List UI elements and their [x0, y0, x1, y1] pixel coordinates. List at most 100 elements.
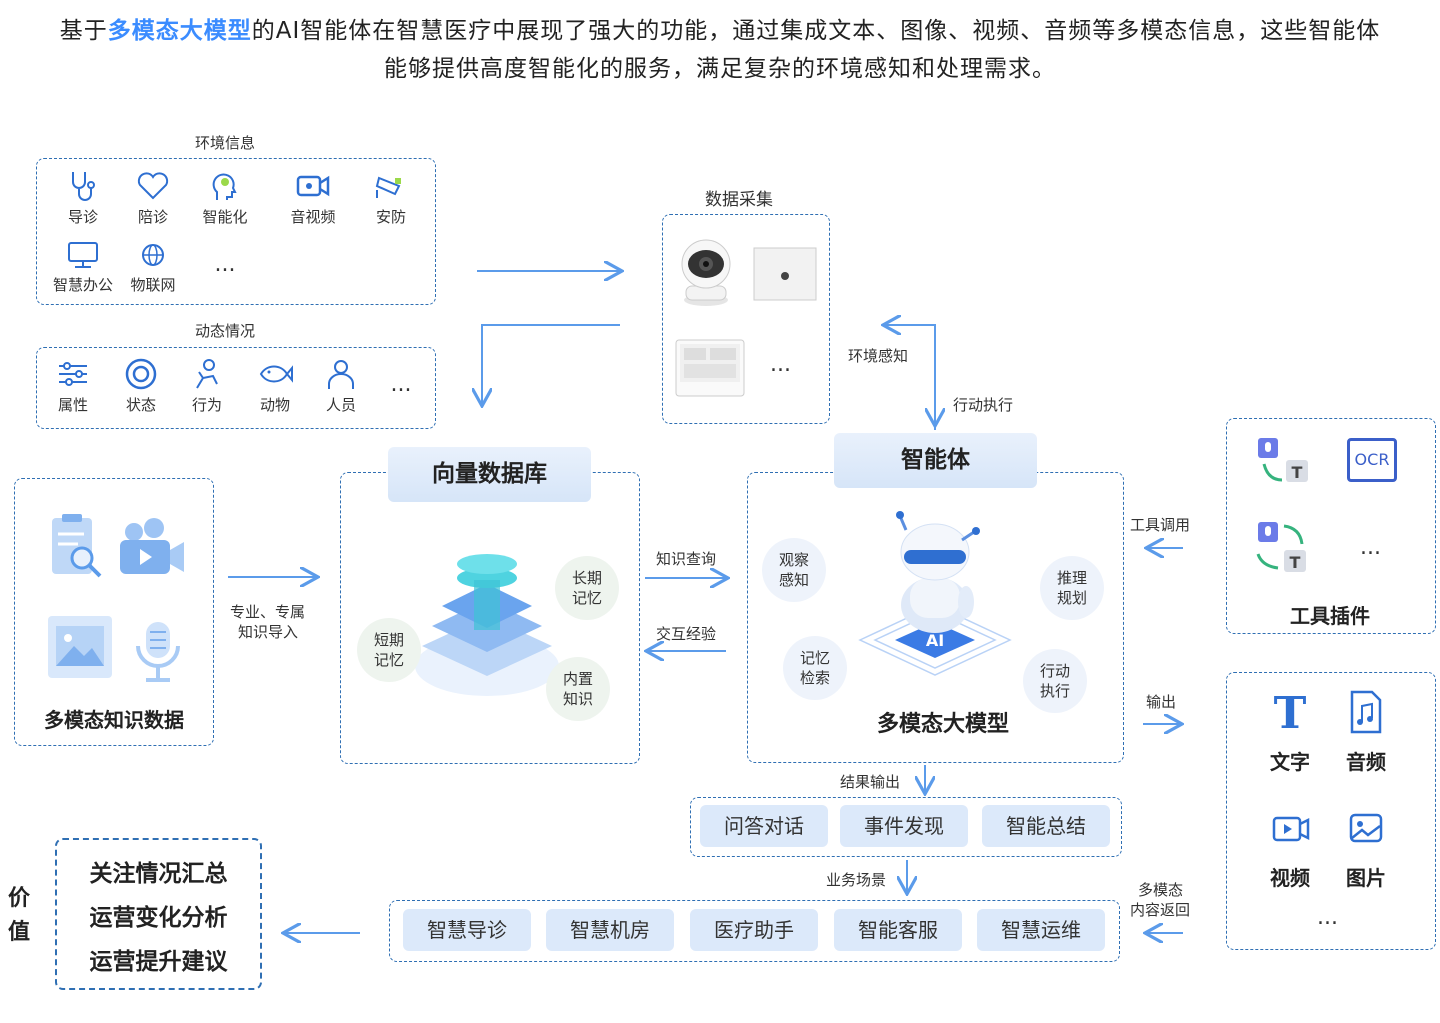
- value-item-analysis: 运营变化分析: [89, 905, 228, 931]
- scene-operations: 智慧运维: [977, 909, 1105, 951]
- sliders-icon: [59, 362, 87, 386]
- dyn-item-more: ...: [390, 372, 412, 397]
- text-icon: T: [1273, 688, 1307, 739]
- speech-to-text-icon: T: [1258, 438, 1308, 482]
- result-qa: 问答对话: [700, 805, 828, 847]
- knowledge-query-label: 知识查询: [656, 550, 717, 568]
- value-item-summary: 关注情况汇总: [89, 861, 228, 887]
- env-item-office: 智慧办公: [48, 240, 118, 295]
- result-summary: 智能总结: [982, 805, 1110, 847]
- env-item-more: ...: [214, 252, 236, 277]
- voice-convert-icon: T: [1256, 522, 1306, 572]
- intro-text: 基于多模态大模型的AI智能体在智慧医疗中展现了强大的功能，通过集成文本、图像、视…: [59, 18, 1381, 82]
- person-run-icon: [196, 359, 218, 389]
- scene-server-room: 智慧机房: [546, 909, 674, 951]
- env-item-escort: 陪诊: [118, 170, 188, 227]
- sensor-device-icon: [753, 247, 817, 301]
- env-item-av: 音视频: [278, 170, 348, 227]
- value-list: 关注情况汇总 运营变化分析 运营提升建议: [55, 852, 262, 984]
- model-title: 多模态大模型: [876, 712, 1009, 737]
- env-info-box: [36, 158, 436, 305]
- interaction-exp-label: 交互经验: [656, 625, 717, 643]
- vector-db-title: 向量数据库: [388, 447, 591, 502]
- monitor-device-icon: [675, 339, 745, 397]
- stethoscope-icon: [72, 172, 95, 201]
- scenes-box: [389, 900, 1120, 962]
- scene-label: 业务场景: [826, 871, 887, 889]
- image-file-icon: [1349, 813, 1383, 843]
- knowledge-box: [14, 478, 214, 746]
- music-file-icon: [1350, 690, 1382, 734]
- tools-title: 工具插件: [1290, 604, 1370, 628]
- reason-bubble: 推理 规划: [1040, 556, 1104, 620]
- svg-text:T: T: [1292, 463, 1303, 482]
- data-collect-box: [662, 214, 830, 424]
- action-exec-label: 行动执行: [953, 396, 1014, 414]
- long-term-memory-bubble: 长期 记忆: [555, 556, 619, 620]
- video-file-icon: [1272, 816, 1310, 842]
- knowledge-title: 多模态知识数据: [44, 708, 184, 732]
- dyn-item-attr: 属性: [38, 358, 108, 415]
- database-stack-icon: [415, 554, 559, 696]
- agent-title: 智能体: [834, 433, 1037, 488]
- fish-icon: [259, 365, 293, 383]
- video-camera-icon: [120, 518, 184, 574]
- result-box: [690, 797, 1122, 857]
- tools-more: ...: [1360, 535, 1381, 560]
- security-camera-icon: [375, 176, 401, 198]
- microphone-icon: [136, 622, 180, 682]
- multimodal-return-line2: 内容返回: [1130, 901, 1191, 919]
- video-call-icon: [296, 175, 330, 197]
- output-image: 图片: [1326, 810, 1406, 891]
- env-info-title: 环境信息: [195, 134, 256, 152]
- short-term-memory-bubble: 短期 记忆: [357, 618, 421, 682]
- output-more: ...: [1317, 905, 1338, 930]
- builtin-knowledge-bubble: 内置 知识: [546, 657, 610, 721]
- env-sense-label: 环境感知: [848, 347, 909, 365]
- memory-bubble: 记忆 检索: [783, 636, 847, 700]
- dyn-item-behavior: 行为: [172, 358, 242, 415]
- value-item-suggestion: 运营提升建议: [89, 949, 228, 975]
- import-label-1: 专业、专属: [230, 603, 306, 621]
- output-audio: 音频: [1326, 690, 1406, 775]
- scene-customer-service: 智能客服: [834, 909, 962, 951]
- data-collect-more: ...: [770, 352, 791, 377]
- chip-ai-text: AI: [926, 631, 944, 650]
- dynamic-box: [36, 347, 436, 429]
- camera-device-icon: [681, 239, 731, 306]
- env-item-iot: 物联网: [118, 240, 188, 295]
- document-search-icon: [52, 514, 102, 578]
- person-icon: [328, 360, 354, 389]
- value-box: [55, 838, 262, 990]
- ocr-icon: OCR: [1347, 438, 1397, 482]
- result-event: 事件发现: [840, 805, 968, 847]
- data-collect-title: 数据采集: [705, 190, 773, 210]
- env-item-security: 安防: [356, 170, 426, 227]
- heart-icon: [137, 172, 169, 200]
- output-text: T 文字: [1250, 690, 1330, 775]
- scene-guide: 智慧导诊: [403, 909, 531, 951]
- svg-text:T: T: [1290, 553, 1301, 572]
- image-icon: [48, 616, 112, 678]
- robot-chip-icon: AI: [858, 511, 1012, 676]
- dyn-item-people: 人员: [306, 358, 376, 415]
- output-video: 视频: [1250, 810, 1330, 891]
- globe-network-icon: [142, 244, 164, 266]
- dyn-item-animal: 动物: [240, 358, 310, 415]
- multimodal-return-line1: 多模态: [1138, 881, 1184, 899]
- target-icon: [125, 358, 157, 390]
- env-item-smart: 智能化: [190, 170, 260, 227]
- dynamic-title: 动态情况: [195, 322, 256, 340]
- observe-bubble: 观察 感知: [762, 538, 826, 602]
- dyn-item-status: 状态: [106, 358, 176, 415]
- env-item-guide: 导诊: [48, 170, 118, 227]
- intro-highlight: 多模态大模型: [107, 18, 252, 44]
- output-box: [1226, 672, 1436, 950]
- value-label: 价 值: [8, 886, 31, 945]
- output-label: 输出: [1146, 693, 1177, 711]
- tools-box: [1226, 418, 1436, 634]
- import-label-2: 知识导入: [238, 623, 299, 641]
- act-bubble: 行动 执行: [1023, 649, 1087, 713]
- scene-medical-assistant: 医疗助手: [690, 909, 818, 951]
